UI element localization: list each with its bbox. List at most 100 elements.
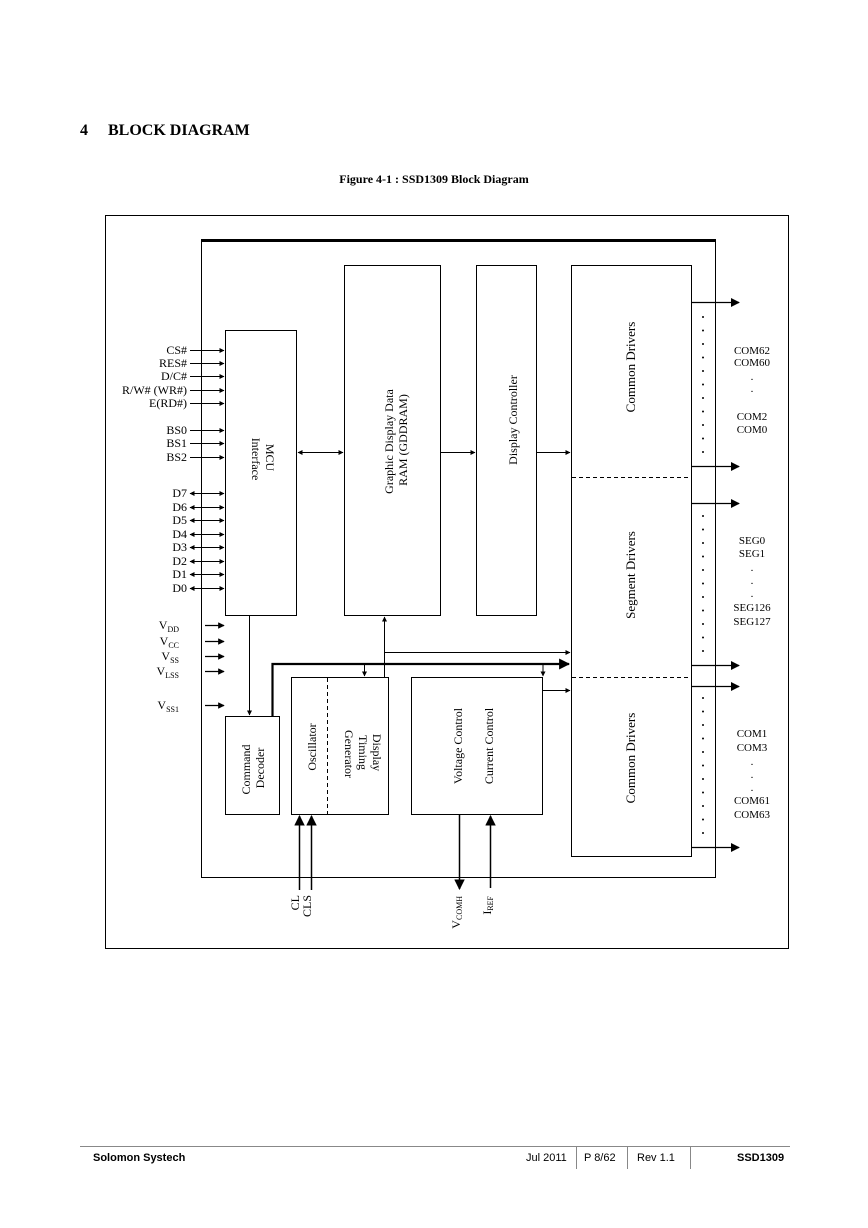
seg-dot-8 [702, 623, 704, 625]
com-bottom-dot-6 [702, 778, 704, 780]
segment-drivers-label: Segment Drivers [623, 531, 638, 619]
mcu-interface-label: MCU Interface [249, 438, 277, 481]
com-bottom-label-0: COM1 [737, 728, 768, 740]
current-control-label: Current Control [482, 707, 496, 784]
seg-label-5: SEG126 [733, 602, 771, 614]
com-top-dot-1 [702, 329, 704, 332]
data-pin-4-label: D3 [172, 540, 187, 554]
figure-caption: Figure 4-1 : SSD1309 Block Diagram [339, 172, 529, 186]
com-top-label-5: COM0 [737, 424, 768, 436]
display-timing-generator-label: Display Timing Generator [342, 730, 384, 778]
footer-separator [627, 1147, 628, 1169]
bus-select-pin-0-label: BS0 [166, 423, 187, 437]
data-pin-1-label: D6 [172, 500, 187, 514]
control-pin-4-label: E(RD#) [149, 396, 187, 410]
com-top-dot-8 [702, 424, 704, 426]
mcu-interface-block [225, 330, 297, 616]
com-bottom-dot-8 [702, 805, 704, 807]
seg-label-3: . [751, 575, 754, 587]
com-top-dot-5 [702, 383, 704, 386]
com-top-label-3: . [751, 383, 754, 395]
com-bottom-dot-5 [702, 764, 704, 767]
power-pin-2-label: VSS [161, 649, 179, 665]
seg-dot-4 [702, 569, 704, 571]
data-pin-5-label: D2 [172, 554, 187, 568]
section-heading: 4 BLOCK DIAGRAM [80, 122, 250, 140]
oscillator-label: Oscillator [305, 723, 319, 770]
seg-dot-6 [702, 596, 704, 598]
output-labels: COM62COM60..COM2COM0SEG0SEG1...SEG126SEG… [733, 345, 771, 821]
vcomh-label: VCOMH [449, 896, 464, 929]
bus-select-pin-1-label: BS1 [166, 436, 187, 450]
iref-label: IREF [480, 895, 495, 914]
control-pin-3-label: R/W# (WR#) [122, 383, 187, 397]
com-bottom-dot-9 [702, 818, 704, 821]
com-bottom-label-1: COM3 [737, 742, 768, 754]
figure-frame [105, 215, 789, 949]
footer-rev: Rev 1.1 [637, 1152, 675, 1164]
footer-page: P 8/62 [584, 1152, 616, 1164]
display-controller-block [476, 265, 537, 616]
footer-separator [576, 1147, 577, 1169]
oscillator-timing-block [291, 677, 389, 815]
com-bottom-label-2: . [751, 756, 754, 768]
com-bottom-label-5: COM61 [734, 795, 770, 807]
com-top-dot-2 [702, 343, 704, 345]
seg-label-1: SEG1 [739, 548, 765, 560]
com-top-label-0: COM62 [734, 345, 770, 357]
section-title: BLOCK DIAGRAM [108, 122, 250, 139]
gddram-label: Graphic Display Data RAM (GDDRAM) [382, 386, 410, 494]
com-top-dot-0 [702, 316, 704, 318]
seg-dot-7 [702, 609, 704, 612]
com-bottom-label-3: . [751, 769, 754, 781]
data-pin-6-label: D1 [172, 567, 187, 581]
com-bottom-label-6: COM63 [734, 809, 771, 821]
seg-label-2: . [751, 562, 754, 574]
gddram-block [344, 265, 441, 616]
com-top-dot-6 [702, 397, 704, 399]
seg-dot-5 [702, 582, 704, 585]
com-bottom-dot-1 [702, 710, 704, 713]
dotted-columns [702, 316, 704, 834]
com-bottom-label-4: . [751, 782, 754, 794]
seg-dot-1 [702, 528, 704, 531]
com-top-label-2: . [751, 371, 754, 383]
control-pin-0-label: CS# [166, 343, 187, 357]
common-drivers-bottom-label: Common Drivers [623, 713, 638, 804]
seg-dot-10 [702, 650, 704, 652]
decoder-bus [271, 658, 571, 716]
power-pin-0-label: VDD [159, 618, 179, 634]
com-top-dot-4 [702, 370, 704, 372]
seg-dot-2 [702, 542, 704, 544]
footer-separator [690, 1147, 691, 1169]
com-top-dot-7 [702, 410, 704, 413]
power-pin-3-label: VLSS [157, 664, 179, 680]
section-number: 4 [80, 122, 88, 139]
seg-dot-3 [702, 555, 704, 558]
power-pin-1-label: VCC [160, 634, 179, 650]
seg-dot-9 [702, 636, 704, 639]
com-bottom-dot-3 [702, 737, 704, 740]
voltage-control-label: Voltage Control [451, 707, 465, 784]
cl-label: CL [288, 895, 302, 910]
com-top-dot-3 [702, 356, 704, 359]
data-pin-2-label: D5 [172, 513, 187, 527]
com-top-dot-10 [702, 451, 704, 453]
bus-select-pin-2-label: BS2 [166, 450, 187, 464]
seg-label-4: . [751, 588, 754, 600]
seg-dot-0 [702, 515, 704, 517]
command-decoder-block [225, 716, 280, 815]
com-top-label-1: COM60 [734, 357, 771, 369]
com-bottom-dot-4 [702, 751, 704, 753]
command-decoder-label: Command Decoder [239, 742, 267, 795]
data-pin-7-label: D0 [172, 581, 187, 595]
com-bottom-dot-10 [702, 832, 704, 834]
footer-date: Jul 2011 [526, 1152, 567, 1164]
cls-label: CLS [300, 895, 314, 917]
data-pin-0-label: D7 [172, 486, 187, 500]
control-pin-1-label: RES# [159, 356, 187, 370]
display-controller-label: Display Controller [506, 375, 520, 465]
common-drivers-top-label: Common Drivers [623, 322, 638, 413]
com-bottom-dot-7 [702, 791, 704, 794]
